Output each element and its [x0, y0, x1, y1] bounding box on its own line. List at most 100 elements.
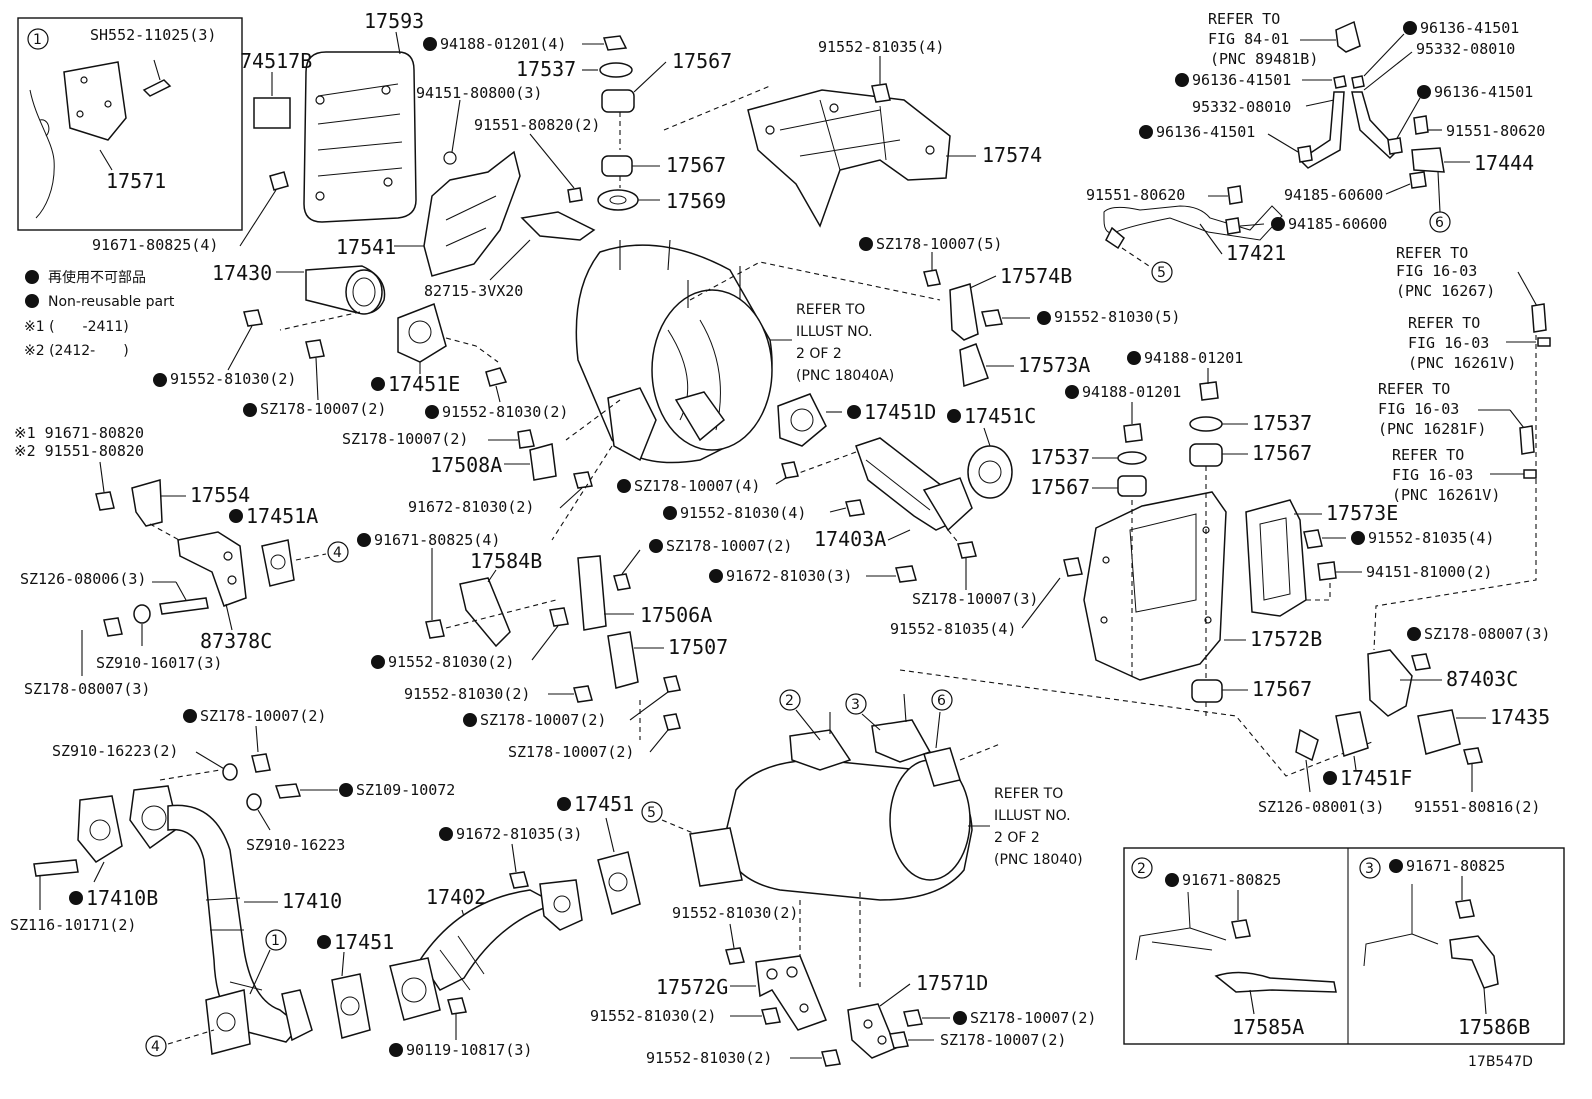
part-label-17567-b: 17567: [1252, 677, 1312, 701]
part-label-17567-top: 17567: [672, 49, 732, 73]
part-label-sz178-d: SZ178-10007(2): [480, 711, 606, 729]
ref-2-center: 2: [785, 693, 794, 709]
part-label-91672-81035-3: 91672-81035(3): [456, 825, 582, 843]
part-label-17410b: 17410B: [86, 886, 158, 910]
part-label-91551-80820: 91551-80820(2): [474, 116, 600, 134]
brackets-17572g-17571d: 91552-81030(2) 17572G 91552-81030(2) 915…: [590, 904, 1096, 1067]
part-label-17573e: 17573E: [1326, 501, 1398, 525]
ref-3-center: 3: [851, 697, 860, 713]
refer-fig16-d-line-3: (PNC 16261V): [1392, 486, 1500, 504]
part-label-91552-81030-b: 91552-81030(2): [442, 403, 568, 421]
refer-fig16-c-line-2: FIG 16-03: [1378, 400, 1459, 418]
part-label-91672-81030-3: 91672-81030(3): [726, 567, 852, 585]
part-label-sz178-f: SZ178-10007(2): [200, 707, 326, 725]
part-label-96136-c: 96136-41501: [1156, 123, 1255, 141]
part-label-91552-81035-4c: 91552-81035(4): [1368, 529, 1494, 547]
part-label-94185-b: 94185-60600: [1288, 215, 1387, 233]
refer-fig16-c-line-1: REFER TO: [1378, 380, 1450, 398]
brackets-17506a-17507: SZ178-10007(2) 17506A 17507 91552-81030(…: [404, 537, 792, 761]
part-label-17537-r: 17537: [1252, 411, 1312, 435]
refer-illust-a-line-1: REFER TO: [796, 302, 865, 318]
part-label-17569: 17569: [666, 189, 726, 213]
part-label-17574: 17574: [982, 143, 1042, 167]
part-label-17402: 17402: [426, 885, 486, 909]
part-label-sz178-a: SZ178-10007(2): [260, 400, 386, 418]
ref-5-right: 5: [1157, 265, 1166, 281]
part-label-17571d: 17571D: [916, 971, 988, 995]
part-label-sz178-08007-b: SZ178-08007(3): [24, 680, 150, 698]
part-label-95332-b: 95332-08010: [1192, 98, 1291, 116]
part-label-sz126-08006: SZ126-08006(3): [20, 570, 146, 588]
refer-illust-a-line-2: ILLUST NO.: [796, 324, 873, 340]
part-label-96136-d: 96136-41501: [1434, 83, 1533, 101]
legend-note-1: ※1 ( -2411): [24, 319, 129, 335]
part-label-87403c: 87403C: [1446, 667, 1518, 691]
part-label-sz178-g: SZ178-10007(2): [970, 1009, 1096, 1027]
part-label-82715: 82715-3VX20: [424, 282, 523, 300]
ref-4-lower: 4: [151, 1039, 160, 1055]
bracket-17573e: 17573E 91552-81035(4) 94151-81000(2): [1245, 499, 1494, 617]
bracket-17554-87378c: ※1 91671-80820 ※2 91551-80820 17554 8737…: [14, 424, 349, 698]
part-label-sz178-08007-3: SZ178-08007(3): [1424, 625, 1550, 643]
part-label-91552-81035-4: 91552-81035(4): [818, 38, 944, 56]
part-label-sh552: SH552-11025(3): [90, 26, 216, 44]
sensor-hose-group: REFER TO FIG 84-01 (PNC 89481B) 96136-41…: [1086, 10, 1545, 283]
part-label-91671-80825-4: 91671-80825(4): [92, 236, 218, 254]
part-label-17451f: 17451F: [1340, 766, 1412, 790]
top-center-parts: 94188-01201(4) 17537 17567 17567 17569: [423, 35, 732, 213]
part-label-17567-r: 17567: [1252, 441, 1312, 465]
refer-fig16-d-line-2: FIG 16-03: [1392, 466, 1473, 484]
legend-note-2: ※2 (2412- ): [24, 343, 129, 359]
ref-4-upper: 4: [333, 545, 342, 561]
part-label-sz109: SZ109-10072: [356, 781, 455, 799]
part-label-17541: 17541: [336, 235, 396, 259]
refer-illust-a-line-3: 2 OF 2: [796, 346, 842, 362]
bracket-17584b: 91671-80825(4) 17584B 91552-81030(2): [357, 531, 569, 671]
part-label-sz178-4: SZ178-10007(4): [634, 477, 760, 495]
part-label-91551-80620-a: 91551-80620: [1086, 186, 1185, 204]
inset-3-ref: 3: [1365, 861, 1374, 877]
part-label-sz910-16223-2: SZ910-16223(2): [52, 742, 178, 760]
part-label-17451a: 17451A: [246, 504, 318, 528]
legend-non-reusable-jp: 再使用不可部品: [48, 269, 146, 286]
part-label-91552-81030-5: 91552-81030(5): [1054, 308, 1180, 326]
inset-3-part-label: 17586B: [1458, 1015, 1530, 1039]
part-label-91551-80620-b: 91551-80620: [1446, 122, 1545, 140]
part-label-96136-a: 96136-41501: [1420, 19, 1519, 37]
front-pipe-17410: SZ178-10007(2) SZ910-16223(2) SZ109-1007…: [10, 707, 455, 1057]
bracket-17572b: 94188-01201 94188-01201 17537 17567 1753…: [709, 349, 1322, 720]
part-label-sz178-b: SZ178-10007(2): [342, 430, 468, 448]
part-label-17573a: 17573A: [1018, 353, 1090, 377]
part-label-17554: 17554: [190, 483, 250, 507]
part-label-74517b: 74517B: [240, 49, 312, 73]
part-label-17451c: 17451C: [964, 404, 1036, 428]
refer-illust-b-line-2: ILLUST NO.: [994, 808, 1071, 824]
part-label-91552-81030-e: 91552-81030(2): [672, 904, 798, 922]
refer-illust-a: REFER TO ILLUST NO. 2 OF 2 (PNC 18040A): [796, 302, 894, 384]
part-label-91552-81035-4b: 91552-81035(4): [890, 620, 1016, 638]
part-label-sz910-16223: SZ910-16223: [246, 836, 345, 854]
part-label-17571: 17571: [106, 169, 166, 193]
dpf-converter-lower: 2 3 6: [689, 669, 1373, 990]
part-label-17451d: 17451D: [864, 400, 936, 424]
part-label-91551-80816: 91551-80816(2): [1414, 798, 1540, 816]
part-label-17537-l: 17537: [1030, 445, 1090, 469]
bracket-17541: 94151-80800(3) 17541 91551-80820(2) 8271…: [336, 84, 600, 300]
part-label-17451-a: 17451: [334, 930, 394, 954]
bracket-17574b: SZ178-10007(5) 17574B 91552-81030(5) 175…: [859, 235, 1180, 388]
refer-fig16-b-line-1: REFER TO: [1408, 314, 1480, 332]
part-label-17506a: 17506A: [640, 603, 712, 627]
tailpipe-17430: 17430 91552-81030(2) SZ178-10007(2): [153, 261, 386, 418]
inset-1-ref: 1: [33, 32, 42, 48]
part-label-sz178-h: SZ178-10007(2): [940, 1031, 1066, 1049]
ref-6-center: 6: [937, 693, 946, 709]
heat-shield-group: 17593 74517B 91671-80825(4): [92, 9, 424, 254]
part-label-17567-mid: 17567: [666, 153, 726, 177]
legend-non-reusable-en: Non-reusable part: [48, 294, 175, 310]
part-label-91671-80825-4b: 91671-80825(4): [374, 531, 500, 549]
part-label-94185-a: 94185-60600: [1284, 186, 1383, 204]
part-label-17421: 17421: [1226, 241, 1286, 265]
refer-illust-b-line-1: REFER TO: [994, 786, 1063, 802]
refer-fig84-line-2: FIG 84-01: [1208, 30, 1289, 48]
